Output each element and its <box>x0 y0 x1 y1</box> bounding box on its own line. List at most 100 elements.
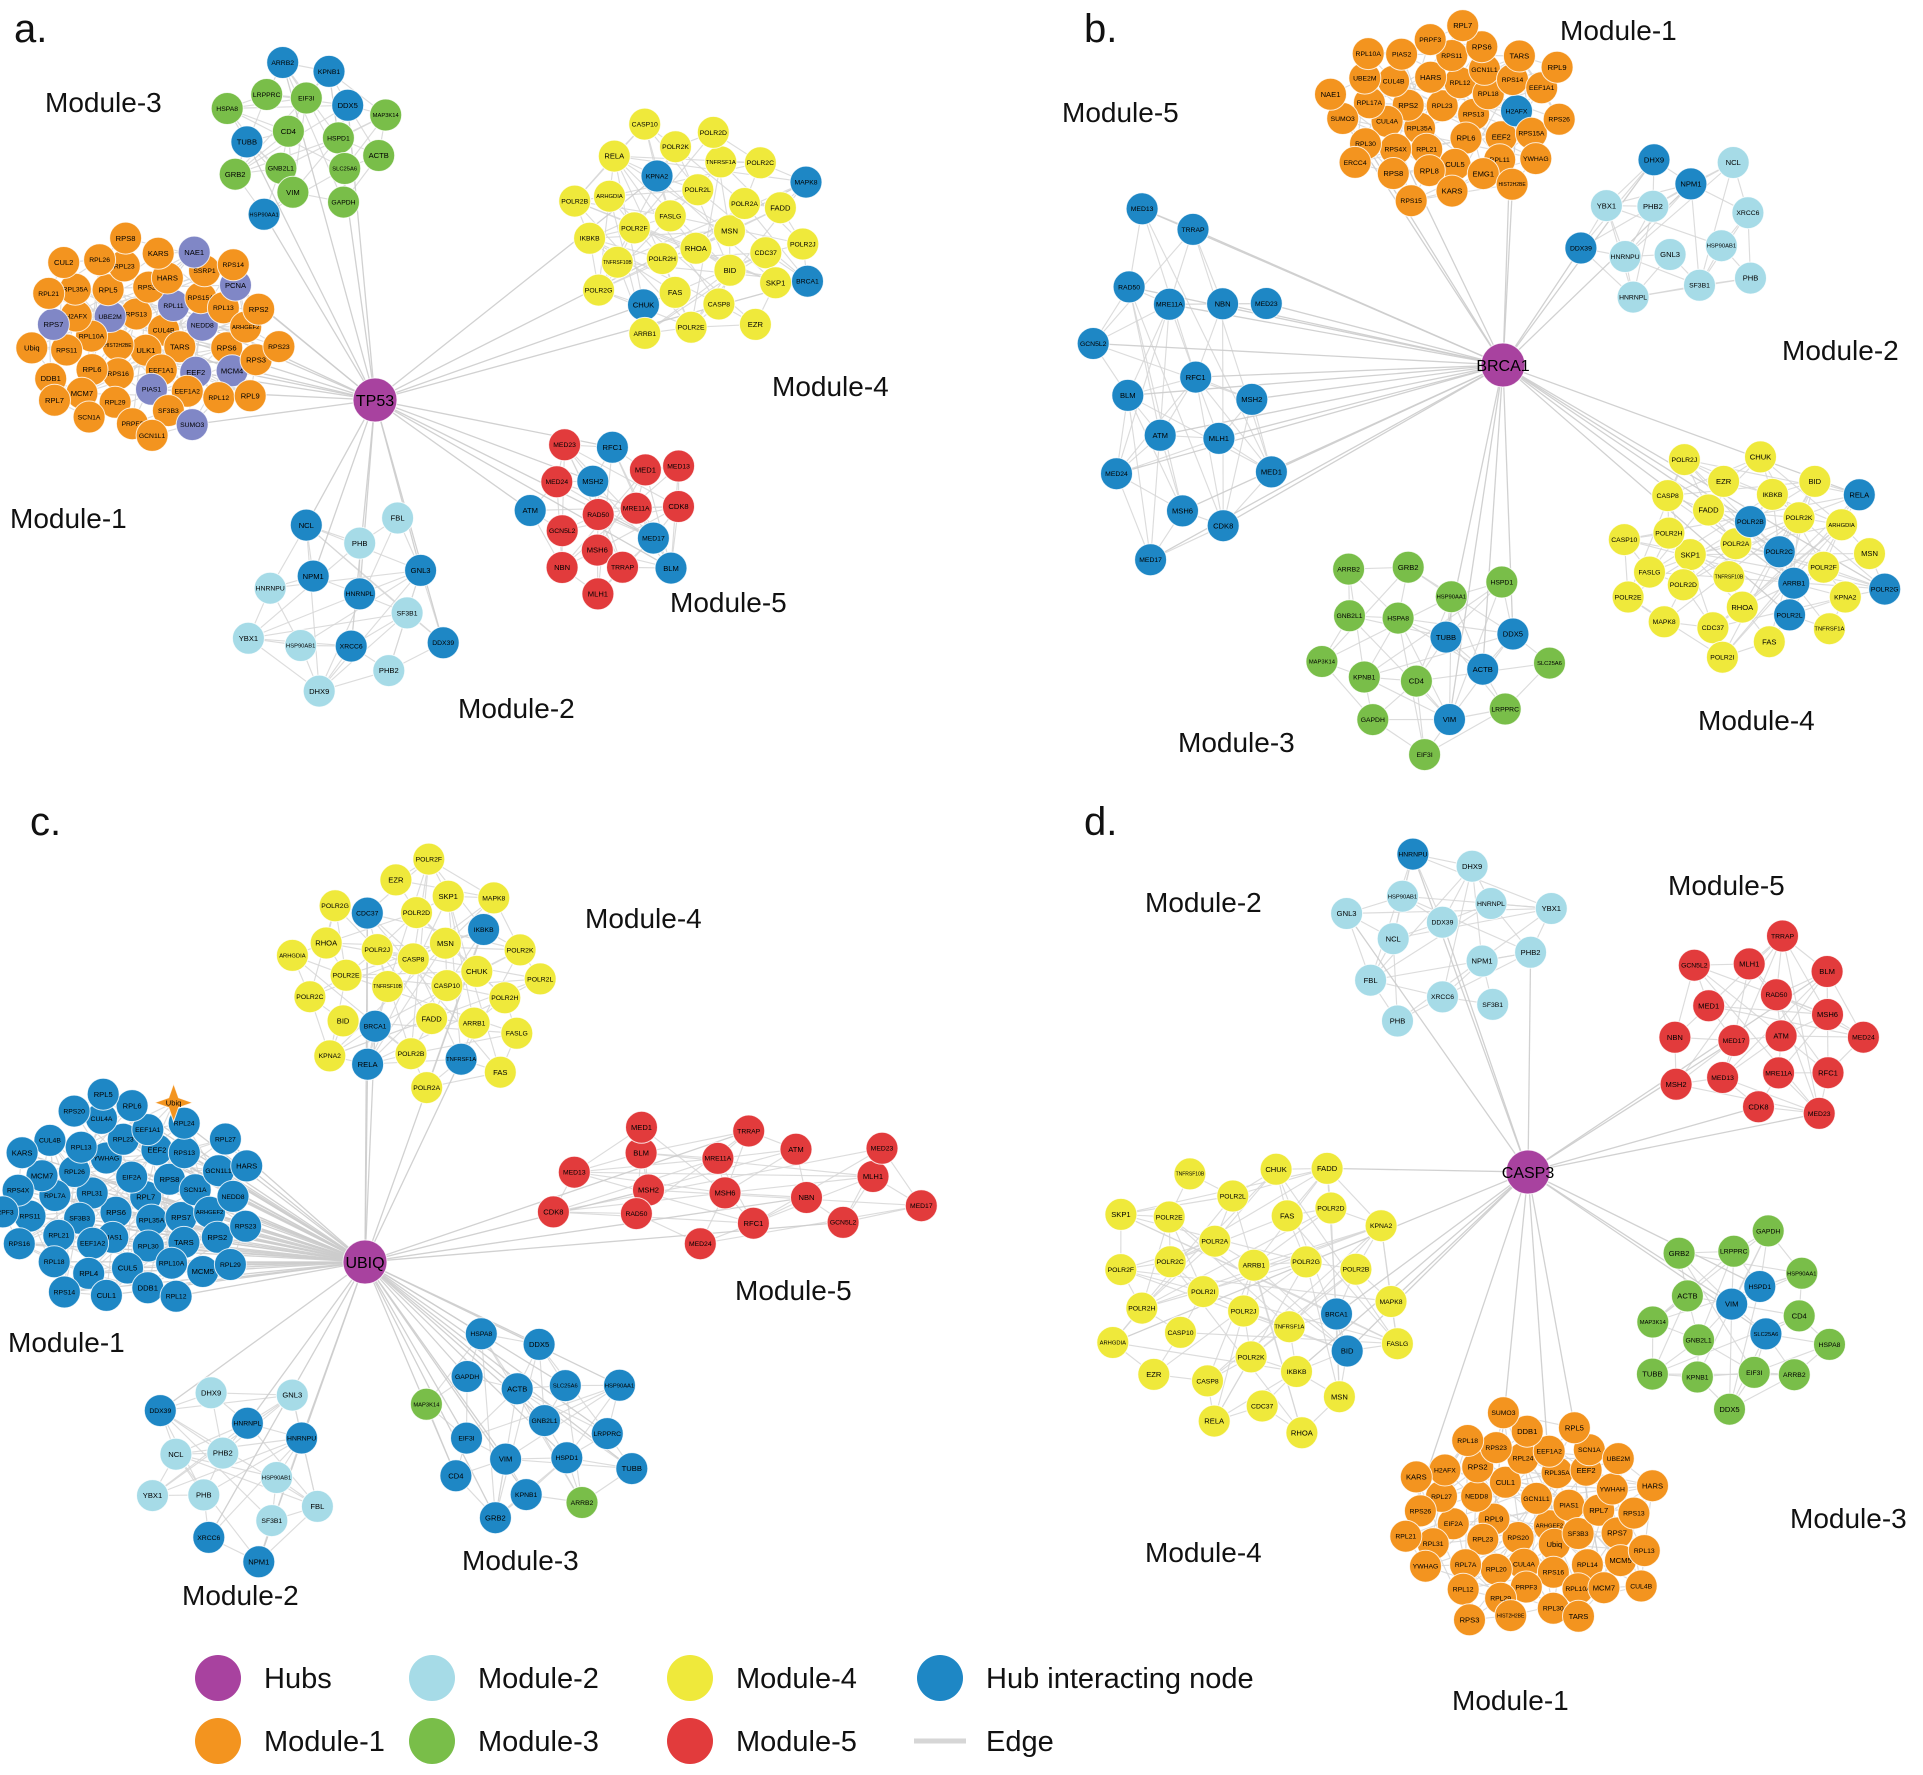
node-label: EEF1A1 <box>149 367 175 374</box>
node-label: POLR2E <box>678 325 705 332</box>
node-xrcc6: XRCC6 <box>1426 980 1459 1014</box>
hub-casp3: CASP3 <box>1502 1149 1554 1195</box>
node-rpl6: RPL6 <box>115 1089 149 1123</box>
node-label: RPL30 <box>138 1243 159 1250</box>
node-label: YBX1 <box>239 634 258 643</box>
module-5-swatch <box>667 1718 713 1764</box>
node-label: RPL13 <box>213 305 234 312</box>
node-label: POLR2H <box>1655 531 1682 538</box>
node-label: MAPK8 <box>482 895 505 902</box>
node-hspa8: HSPA8 <box>210 92 244 125</box>
node-label: TUBB <box>1436 633 1456 642</box>
node-dhx9: DHX9 <box>194 1376 228 1410</box>
node-med13: MED13 <box>1706 1061 1740 1094</box>
node-label: MAP3K14 <box>373 113 400 119</box>
node-label: HNRNPL <box>233 1421 261 1428</box>
node-label: SF3B3 <box>158 408 179 415</box>
node-map3k14: MAP3K14 <box>1636 1305 1670 1339</box>
node-tnfrsf1a: TNFRSF1A <box>704 145 738 179</box>
node-mapk8: MAPK8 <box>477 881 511 915</box>
node-label: TRRAP <box>1181 227 1205 234</box>
node-phb: PHB <box>1734 261 1767 295</box>
node-label: DDX5 <box>338 101 358 110</box>
node-cul4b: CUL4B <box>1624 1569 1658 1603</box>
node-rps14: RPS14 <box>216 248 250 282</box>
node-label: MAPK8 <box>1379 1299 1402 1306</box>
node-label: RPL6 <box>123 1101 142 1110</box>
node-label: POLR2D <box>700 130 727 137</box>
node-label: POLR2A <box>413 1085 440 1092</box>
node-label: RPS23 <box>235 1224 257 1231</box>
node-label: UBE2M <box>1607 1456 1631 1463</box>
node-label: HSP90AB1 <box>262 1476 291 1482</box>
node-mlh1: MLH1 <box>1732 947 1766 981</box>
node-label: DDX5 <box>1719 1405 1739 1414</box>
node-label: RPL35A <box>63 287 89 294</box>
node-polr2f: POLR2F <box>412 842 446 876</box>
node-label: H2AFX <box>1434 1467 1456 1474</box>
node-label: MSN <box>721 227 738 236</box>
node-label: POLR2H <box>1128 1306 1155 1313</box>
node-label: RFC1 <box>1186 373 1206 382</box>
node-trrap: TRRAP <box>606 550 639 584</box>
node-label: SCN1A <box>184 1187 207 1194</box>
legend-label: Edge <box>986 1726 1054 1758</box>
node-label: POLR2C <box>1766 549 1793 556</box>
node-label: GCN5L2 <box>549 528 576 535</box>
node-ddb1: DDB1 <box>1510 1414 1544 1448</box>
node-label: HNRNPL <box>1619 295 1647 302</box>
node-label: RPL17A <box>1357 100 1383 107</box>
node-blm: BLM <box>1111 378 1145 412</box>
node-med17: MED17 <box>636 521 670 555</box>
node-label: RPL6 <box>83 365 102 374</box>
node-label: EEF2 <box>147 1145 166 1154</box>
node-label: FAS <box>668 288 682 297</box>
node-actb: ACTB <box>500 1372 534 1406</box>
node-label: RPS20 <box>1507 1535 1529 1542</box>
node-label: ARRB1 <box>1243 1263 1266 1270</box>
node-label: RPS15A <box>1518 131 1545 138</box>
node-cdk8: CDK8 <box>536 1195 570 1229</box>
node-polr2b: POLR2B <box>394 1037 428 1071</box>
node-label: CUL4B <box>153 328 175 335</box>
node-label: RELA <box>358 1060 379 1069</box>
node-med23: MED23 <box>548 428 582 462</box>
node-gcn5l2: GCN5L2 <box>1076 327 1110 360</box>
node-label: YWHAG <box>1523 156 1549 163</box>
node-grb2: GRB2 <box>1391 550 1425 584</box>
node-label: RPS8 <box>159 1175 179 1184</box>
node-ddx5: DDX5 <box>331 88 365 122</box>
node-label: PIAS1 <box>142 387 161 394</box>
node-casp8: CASP8 <box>702 287 736 321</box>
panel-d: DDX39NPM1NCLHNRNPLXRCC6HSP90AB1PHB2FBLDH… <box>1084 800 1907 1716</box>
node-rpl10a: RPL10A <box>1351 37 1385 71</box>
node-xrcc6: XRCC6 <box>1731 196 1765 230</box>
node-rfc1: RFC1 <box>1811 1056 1845 1090</box>
node-label: RPS4X <box>1384 147 1407 154</box>
node-label: EEF1A1 <box>1529 85 1555 92</box>
node-label: KARS <box>148 249 169 258</box>
node-label: MED13 <box>1711 1075 1734 1082</box>
node-label: RPL30 <box>1543 1606 1564 1613</box>
node-polr2c: POLR2C <box>293 980 327 1014</box>
node-label: HSPD1 <box>1748 1284 1771 1291</box>
legend-item-hubs: Hubs <box>195 1655 332 1701</box>
node-dhx9: DHX9 <box>1637 143 1671 177</box>
node-trrap: TRRAP <box>1766 919 1799 953</box>
node-atm: ATM <box>1143 418 1177 452</box>
node-label: BRCA1 <box>364 1024 387 1031</box>
legend-label: Module-5 <box>736 1726 857 1758</box>
node-label: CHUK <box>1265 1165 1287 1174</box>
node-mlh1: MLH1 <box>581 577 615 611</box>
module-label-c-module-1: Module-1 <box>8 1327 125 1358</box>
node-cdk8: CDK8 <box>1206 509 1240 543</box>
node-rhoa: RHOA <box>679 231 713 265</box>
node-arrb1: ARRB1 <box>1237 1248 1271 1282</box>
node-mre11a: MRE11A <box>619 491 653 525</box>
node-phb2: PHB2 <box>1514 935 1548 969</box>
node-rps6: RPS6 <box>1465 30 1499 64</box>
node-label: GCN5L2 <box>830 1220 857 1227</box>
node-label: RPL4 <box>79 1269 98 1278</box>
hub-tp53: TP53 <box>352 377 398 423</box>
